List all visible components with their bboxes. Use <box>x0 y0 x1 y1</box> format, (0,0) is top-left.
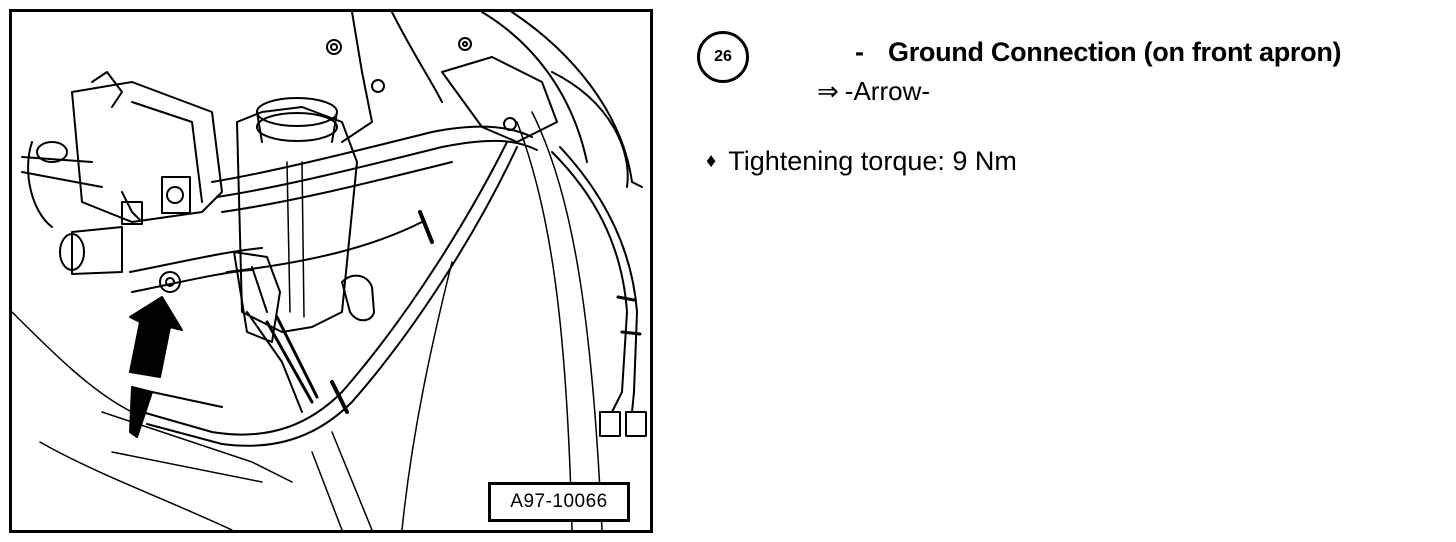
right-arrow-icon: ⇒ <box>817 76 839 106</box>
arrow-reference: ⇒-Arrow- <box>817 76 930 107</box>
item-dash: - <box>855 37 864 67</box>
item-title: Ground Connection (on front apron) <box>888 37 1342 67</box>
item-number-badge: 26 <box>697 31 749 83</box>
figure-reference-code: A97-10066 <box>488 482 630 522</box>
engine-bay-drawing <box>12 12 647 530</box>
arrow-reference-label: -Arrow- <box>844 76 931 106</box>
figure-illustration: A97-10066 <box>9 9 653 533</box>
torque-spec: ♦ Tightening torque: 9 Nm <box>706 146 1017 177</box>
torque-spec-text: Tightening torque: 9 Nm <box>728 146 1017 176</box>
diamond-bullet-icon: ♦ <box>706 150 717 172</box>
